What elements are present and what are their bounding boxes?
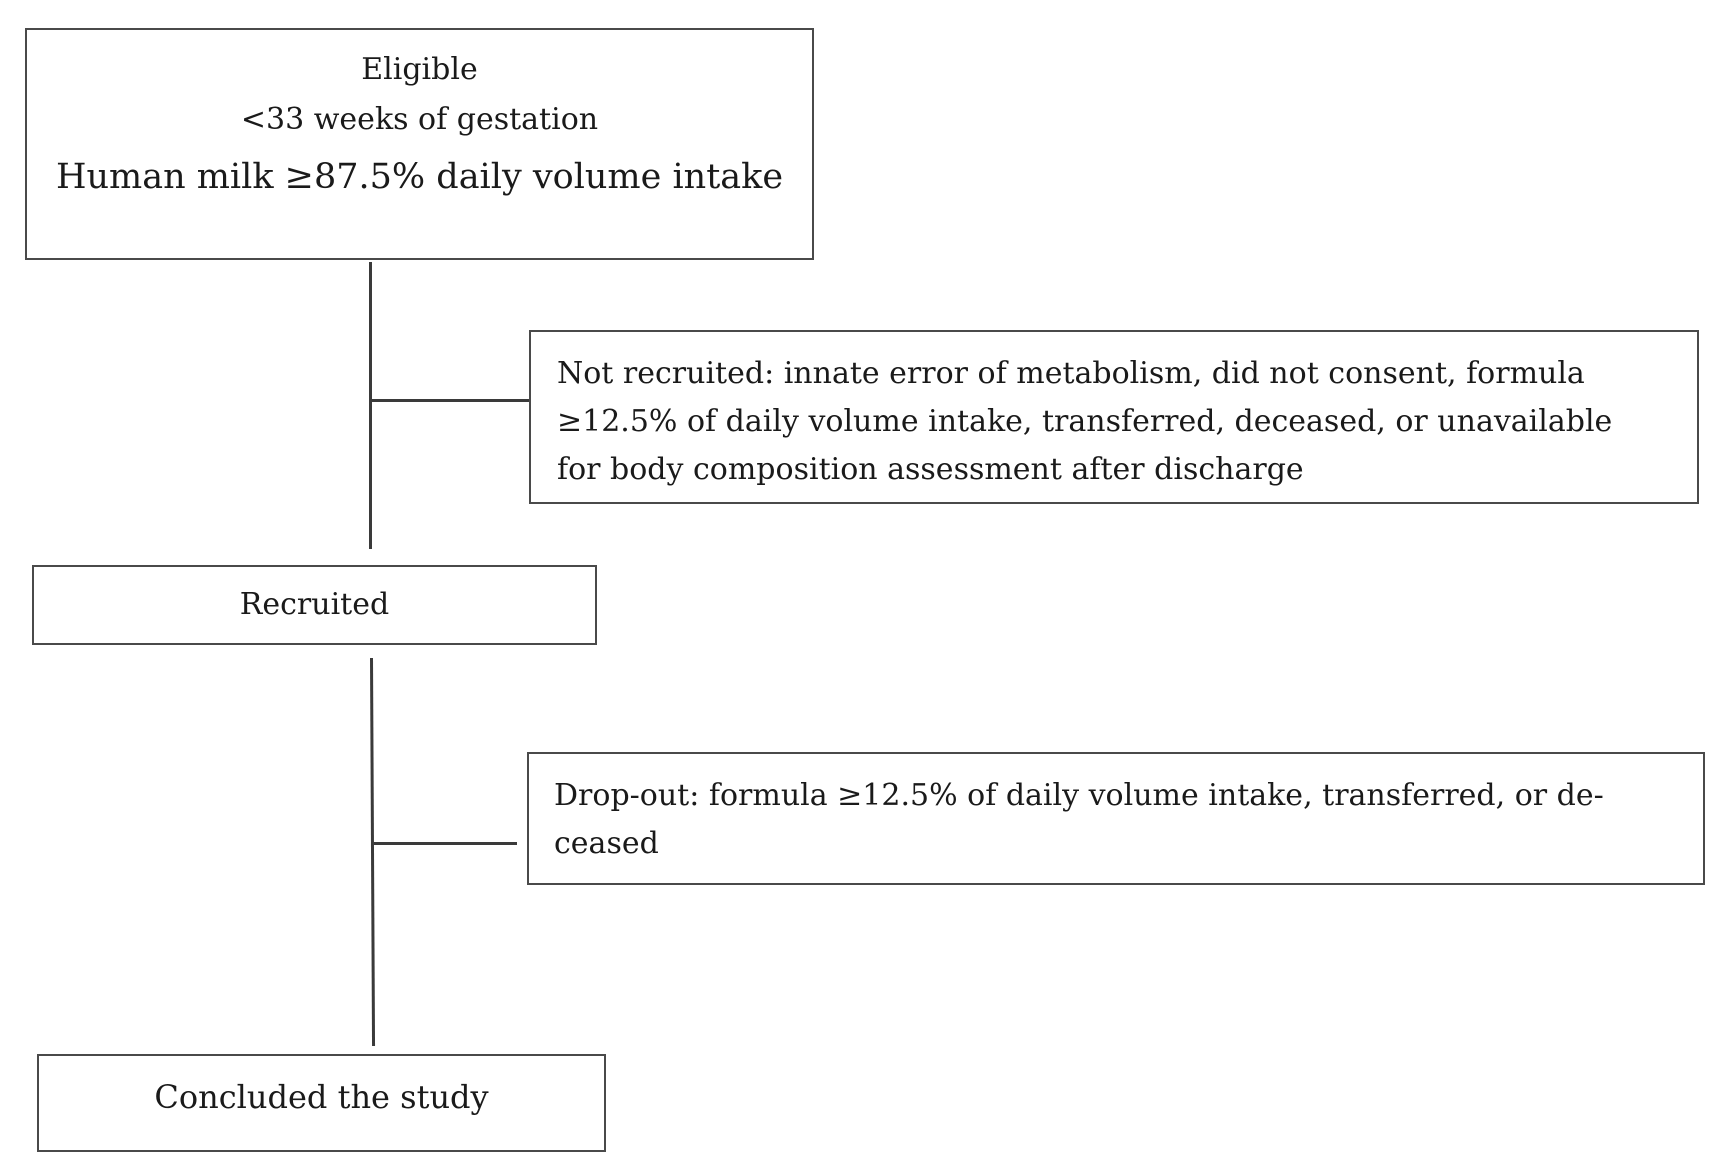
- eligible-criterion-gestation: <33 weeks of gestation: [240, 102, 599, 137]
- eligible-box: Eligible <33 weeks of gestation Human mi…: [25, 28, 814, 260]
- dropout-line-2: ceased: [554, 826, 659, 861]
- concluded-box: Concluded the study: [37, 1054, 606, 1152]
- connector-eligible-to-recruited: [369, 262, 372, 549]
- eligible-criterion-human-milk: Human milk ≥87.5% daily volume intake: [55, 157, 784, 197]
- not-recruited-box: Not recruited: innate error of metabolis…: [529, 330, 1699, 504]
- not-recruited-line-1: Not recruited: innate error of metabolis…: [557, 356, 1585, 391]
- not-recruited-line-3: for body composition assessment after di…: [557, 452, 1304, 487]
- dropout-line-1: Drop-out: formula ≥12.5% of daily volume…: [554, 778, 1604, 813]
- recruited-label: Recruited: [239, 587, 390, 622]
- concluded-label: Concluded the study: [154, 1078, 489, 1116]
- dropout-text: Drop-out: formula ≥12.5% of daily volume…: [554, 772, 1683, 868]
- connector-branch-dropout: [374, 842, 517, 845]
- connector-branch-not-recruited: [369, 399, 530, 402]
- eligible-title: Eligible: [361, 52, 478, 87]
- not-recruited-text: Not recruited: innate error of metabolis…: [557, 350, 1677, 494]
- not-recruited-line-2: ≥12.5% of daily volume intake, transferr…: [557, 404, 1613, 439]
- dropout-box: Drop-out: formula ≥12.5% of daily volume…: [527, 752, 1705, 885]
- connector-recruited-to-concluded: [370, 657, 376, 1046]
- recruited-box: Recruited: [32, 565, 597, 645]
